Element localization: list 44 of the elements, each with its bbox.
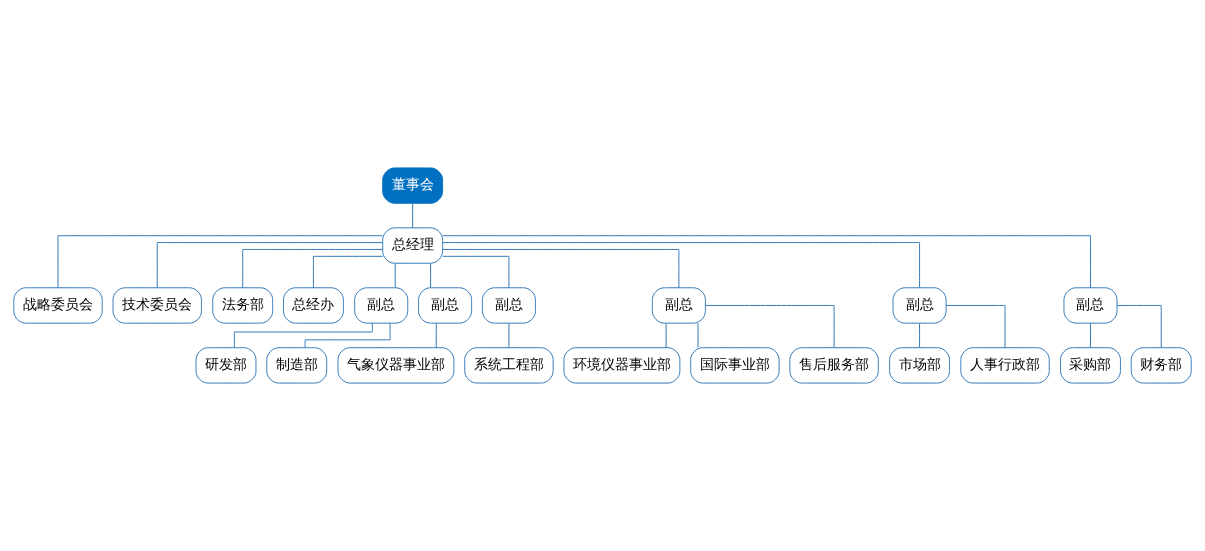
- node-box: 环境仪器事业部: [563, 347, 681, 384]
- node-box: 研发部: [195, 347, 257, 384]
- node-box: 总经理: [382, 227, 444, 264]
- connector: [430, 263, 432, 288]
- node-box: 副总: [1063, 287, 1118, 324]
- connector: [697, 322, 699, 348]
- node-box: 系统工程部: [464, 347, 554, 384]
- connector: [57, 235, 383, 288]
- connector: [156, 242, 384, 289]
- node-box: 副总: [354, 287, 409, 324]
- connector: [412, 203, 414, 229]
- connector: [919, 322, 921, 348]
- connector: [705, 304, 835, 348]
- node-box: 采购部: [1060, 347, 1121, 384]
- node-box: 董事会: [382, 167, 444, 204]
- node-box: 副总: [418, 287, 473, 324]
- connector: [394, 263, 396, 288]
- connector: [665, 322, 667, 348]
- node-box: 财务部: [1130, 347, 1192, 384]
- connector: [1116, 304, 1162, 348]
- node-box: 市场部: [889, 347, 950, 384]
- connector: [1090, 322, 1091, 348]
- connector: [442, 242, 921, 289]
- node-box: 售后服务部: [789, 347, 879, 384]
- node-box: 人事行政部: [960, 347, 1050, 384]
- connector: [945, 304, 1006, 348]
- node-box: 气象仪器事业部: [337, 347, 455, 384]
- node-box: 制造部: [266, 347, 328, 384]
- connector: [312, 255, 384, 289]
- node-box: 总经办: [283, 287, 344, 324]
- connector: [304, 322, 391, 349]
- node-box: 副总: [651, 287, 706, 324]
- connector: [242, 249, 384, 289]
- node-box: 副总: [892, 287, 947, 324]
- connector: [442, 235, 1091, 288]
- node-box: 国际事业部: [690, 347, 780, 384]
- connector: [442, 255, 510, 289]
- node-box: 战略委员会: [13, 287, 103, 324]
- node-box: 法务部: [212, 287, 274, 324]
- connector: [442, 249, 680, 289]
- connector: [435, 322, 437, 348]
- node-box: 技术委员会: [112, 287, 202, 324]
- connector: [508, 322, 510, 348]
- node-box: 副总: [481, 287, 536, 324]
